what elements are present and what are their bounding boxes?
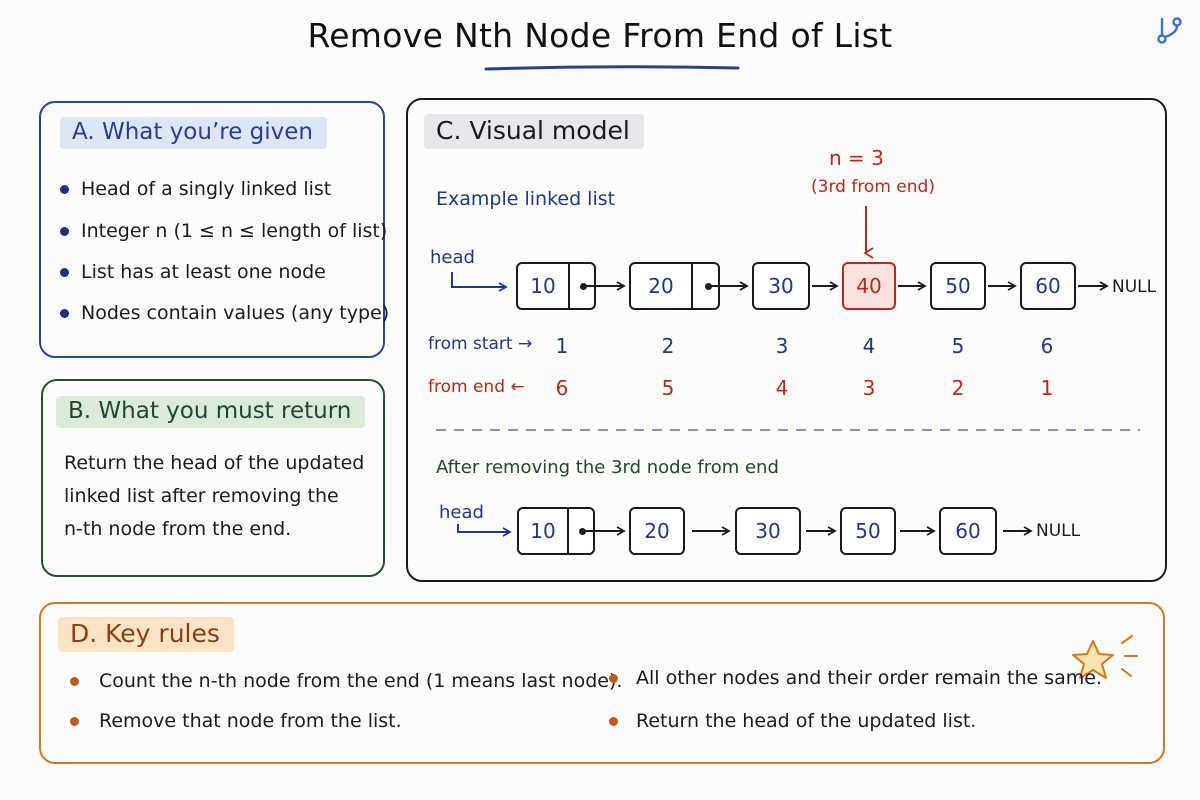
panel-given [39,101,385,358]
after-head-label: head [439,502,484,523]
after-head-arrow [457,524,512,537]
end-index: 6 [555,376,569,400]
given-item-text: Head of a singly linked list [81,178,332,200]
bullet-dot [60,226,69,236]
bullet-dot [70,676,79,686]
end-index: 4 [775,376,789,400]
from-end-label: from end ← [428,377,525,397]
given-item: Integer n (1 ≤ n ≤ length of list) [60,220,387,242]
page-title: Remove Nth Node From End of List [307,16,893,55]
node-pointer [567,509,569,553]
list-node: 30 [735,507,801,555]
list-node: 20 [629,507,685,555]
rule-item: All other nodes and their order remain t… [609,667,1102,689]
section-a-heading: A. What you’re given [60,117,328,149]
end-index: 5 [661,376,675,400]
list-node: 10 [516,262,596,310]
start-index: 3 [775,334,789,358]
node-value: 30 [755,519,781,543]
head-label: head [430,247,475,268]
end-index: 1 [1040,376,1054,400]
list-node: 20 [629,262,720,310]
rule-item: Count the n-th node from the end (1 mean… [70,670,622,692]
section-c-heading: C. Visual model [424,114,644,149]
rule-item-text: Remove that node from the list. [99,710,402,732]
return-text-line: Return the head of the updated [64,452,365,474]
node-value: 10 [530,519,556,543]
rule-item: Remove that node from the list. [70,710,402,732]
start-index: 2 [661,334,675,358]
return-text-line: linked list after removing the [64,485,339,507]
branch-icon [1157,17,1182,44]
bullet-dot [609,673,618,683]
return-text-line: n-th node from the end. [64,518,292,540]
node-value: 20 [648,274,674,298]
node-value: 60 [955,519,981,543]
example-label: Example linked list [436,188,616,210]
node-value: 30 [768,274,794,298]
title-underline [484,65,740,71]
pointer-dot [580,283,587,290]
star-icon [1072,635,1138,679]
section-b-heading: B. What you must return [56,396,366,428]
n-sub-label: (3rd from end) [811,177,935,197]
list-node: 50 [840,507,896,555]
end-index: 3 [862,376,876,400]
start-index: 5 [951,334,965,358]
bullet-dot [60,184,69,194]
after-label: After removing the 3rd node from end [436,457,779,478]
list-node: 60 [939,507,997,555]
given-item-text: Nodes contain values (any type) [81,302,390,324]
from-start-label: from start → [428,334,533,354]
start-index: 4 [862,334,876,358]
panel-key-rules [39,602,1165,764]
node-value: 10 [530,274,556,298]
given-item-text: Integer n (1 ≤ n ≤ length of list) [81,220,388,242]
rule-item-text: Count the n-th node from the end (1 mean… [99,670,623,692]
null-label: NULL [1112,277,1157,297]
after-null-label: NULL [1036,521,1081,541]
list-node: 50 [930,262,986,310]
panel-visual-model [406,98,1167,582]
bullet-dot [609,716,618,726]
end-index: 2 [951,376,965,400]
bullet-dot [70,716,79,726]
node-value: 50 [855,519,881,543]
n-label: n = 3 [829,146,884,170]
rule-item-text: Return the head of the updated list. [636,710,977,732]
start-index: 6 [1040,334,1054,358]
panel-must-return [41,379,385,577]
node-value: 50 [945,274,971,298]
given-item: Head of a singly linked list [60,178,331,200]
rule-item-text: All other nodes and their order remain t… [636,667,1103,689]
bullet-dot [60,267,69,277]
list-node: 60 [1020,262,1076,310]
start-index: 1 [555,334,569,358]
given-item: List has at least one node [60,261,326,283]
rule-item: Return the head of the updated list. [609,710,976,732]
node-pointer [568,264,570,308]
node-pointer [691,264,693,308]
list-node: 30 [752,262,810,310]
section-d-heading: D. Key rules [58,617,234,652]
bullet-dot [60,308,69,318]
list-node-highlighted: 40 [842,262,896,310]
given-item-text: List has at least one node [81,261,326,283]
node-value: 40 [856,274,882,298]
head-arrow [451,272,508,292]
node-value: 60 [1035,274,1061,298]
given-item: Nodes contain values (any type) [60,302,389,324]
node-value: 20 [644,519,670,543]
